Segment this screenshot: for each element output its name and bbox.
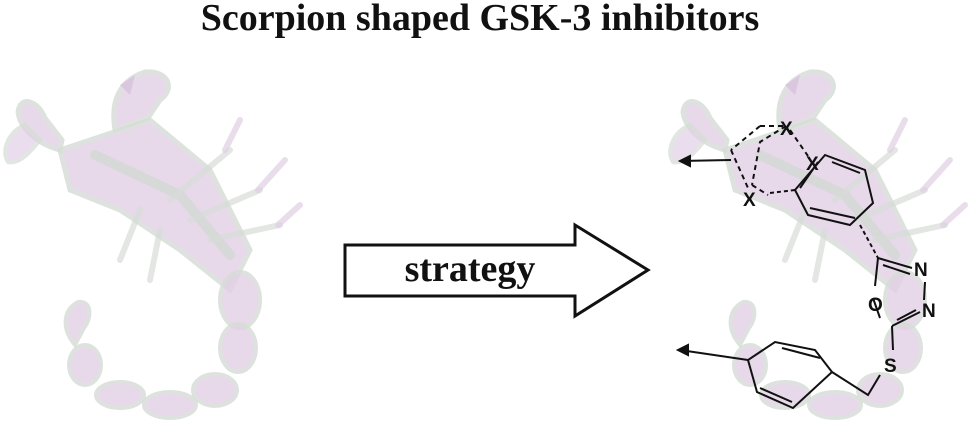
atom-x-top: X	[780, 119, 793, 140]
oxadiazole-ring	[872, 257, 926, 327]
dashed-ring	[730, 125, 787, 196]
scorpion-image-right	[670, 72, 965, 418]
molecule-structure	[675, 125, 926, 410]
lower-arrow	[679, 349, 749, 361]
atom-n-upper: N	[914, 260, 928, 281]
diagram-title: Scorpion shaped GSK-3 inhibitors	[201, 0, 760, 39]
atom-n-lower: N	[922, 301, 936, 322]
atom-o-ring: O	[868, 295, 883, 316]
scorpion-image-left	[5, 72, 300, 418]
strategy-arrow: strategy	[343, 222, 651, 319]
atom-s-linker: S	[884, 356, 897, 377]
atom-x-ring: X	[806, 154, 819, 175]
upper-benzene-ring	[793, 153, 875, 227]
atom-x-left: X	[743, 190, 756, 211]
strategy-label: strategy	[405, 248, 536, 290]
